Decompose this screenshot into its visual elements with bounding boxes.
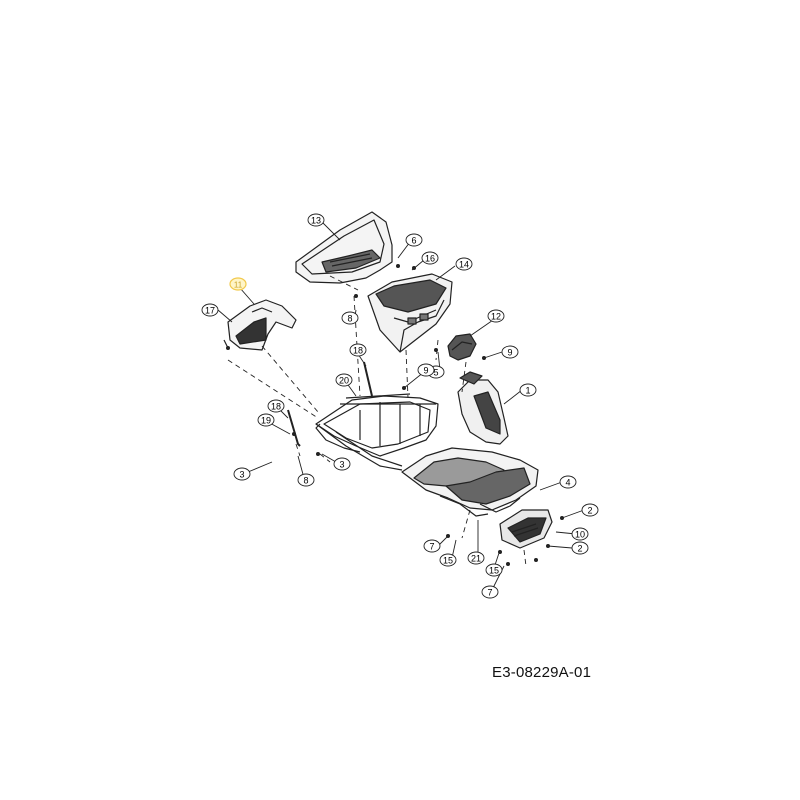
- callout-10: 10: [571, 527, 589, 541]
- callout-3-left-label: 3: [239, 470, 244, 480]
- callout-12: 12: [487, 309, 505, 323]
- callout-5-label: 5: [433, 368, 438, 378]
- callout-15-upper: 15: [439, 553, 457, 567]
- callout-7-upper-label: 7: [429, 542, 434, 552]
- callout-2-upper-label: 2: [587, 506, 592, 516]
- callout-14: 14: [455, 257, 473, 271]
- callout-21: 21: [467, 551, 485, 565]
- callout-8-top: 8: [341, 311, 359, 325]
- callout-18-center: 18: [349, 343, 367, 357]
- callout-11-label: 11: [234, 281, 243, 290]
- callout-9-right-label: 9: [507, 348, 512, 358]
- callout-19-label: 19: [261, 416, 271, 426]
- callout-8-left: 8: [297, 473, 315, 487]
- callout-20: 20: [335, 373, 353, 387]
- callout-18-left: 18: [267, 399, 285, 413]
- callout-13: 13: [307, 213, 325, 227]
- callout-7-upper: 7: [423, 539, 441, 553]
- callout-15-lower-label: 15: [489, 566, 499, 576]
- part-14-dashboard: [367, 273, 453, 353]
- part-4-rear-body: [401, 447, 539, 517]
- callout-17: 17: [201, 303, 219, 317]
- callout-9-center: 9: [417, 363, 435, 377]
- callout-1-label: 1: [525, 386, 530, 396]
- callout-6-label: 6: [411, 236, 416, 246]
- callout-6: 6: [405, 233, 423, 247]
- chassis-frame: [315, 393, 439, 471]
- callout-1: 1: [519, 383, 537, 397]
- fasteners: [226, 264, 564, 566]
- part-18-rod-left: [287, 409, 301, 447]
- callout-19: 19: [257, 413, 275, 427]
- callout-8-top-label: 8: [347, 314, 352, 324]
- part-10-battery: [499, 509, 553, 549]
- callout-18-left-label: 18: [271, 402, 281, 412]
- callout-4: 4: [559, 475, 577, 489]
- callout-15-lower: 15: [485, 563, 503, 577]
- callout-10-label: 10: [575, 530, 585, 540]
- callout-18-center-label: 18: [353, 346, 363, 356]
- part-12-tank-cap: [447, 333, 477, 361]
- callout-12-label: 12: [491, 312, 501, 322]
- callout-2-upper: 2: [581, 503, 599, 517]
- part-18-rod-center: [363, 361, 373, 397]
- callout-3-center: 3: [333, 457, 351, 471]
- part-13-hood: [295, 211, 393, 284]
- callout-16-label: 16: [425, 254, 435, 264]
- callout-2-lower: 2: [571, 541, 589, 555]
- callout-9-right: 9: [501, 345, 519, 359]
- callout-7-lower-label: 7: [487, 588, 492, 598]
- callout-9-center-label: 9: [423, 366, 428, 376]
- callout-4-label: 4: [565, 478, 570, 488]
- callout-21-label: 21: [471, 554, 481, 564]
- callout-11-highlighted: 11: [229, 277, 247, 291]
- callout-15-upper-label: 15: [443, 556, 453, 566]
- callout-17-label: 17: [205, 306, 215, 316]
- part-1-fuel-tank: [457, 371, 509, 445]
- callout-8-left-label: 8: [303, 476, 308, 486]
- callout-13-label: 13: [311, 216, 321, 226]
- part-11-side-panel: [227, 299, 297, 351]
- callout-16: 16: [421, 251, 439, 265]
- callout-7-lower: 7: [481, 585, 499, 599]
- callout-3-left: 3: [233, 467, 251, 481]
- callout-2-lower-label: 2: [577, 544, 582, 554]
- callout-20-label: 20: [339, 376, 349, 386]
- callout-14-label: 14: [459, 260, 469, 270]
- diagram-reference-code: E3-08229A-01: [492, 664, 592, 681]
- callout-3-center-label: 3: [339, 460, 344, 470]
